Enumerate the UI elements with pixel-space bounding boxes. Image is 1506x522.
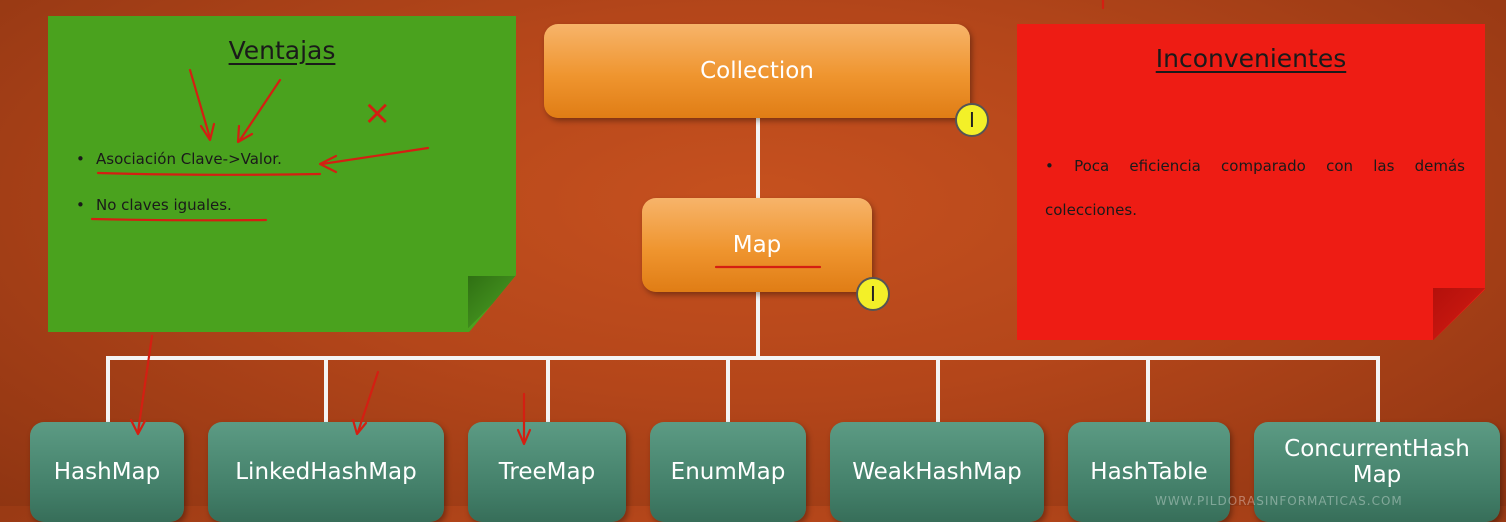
class-label: TreeMap: [498, 458, 596, 485]
class-box-linkedhashmap: LinkedHashMap: [208, 422, 444, 522]
page-curl: [468, 276, 516, 332]
class-box-treemap: TreeMap: [468, 422, 626, 522]
advantages-title: Ventajas: [228, 36, 336, 65]
class-box-hashmap: HashMap: [30, 422, 184, 522]
disadvantages-title: Inconvenientes: [1155, 44, 1347, 73]
class-box-enummap: EnumMap: [650, 422, 806, 522]
advantage-text-2: No claves iguales.: [96, 196, 232, 214]
disadvantages-note: Inconvenientes • Poca eficiencia compara…: [1017, 24, 1485, 340]
map-box: Map: [642, 198, 872, 292]
watermark: WWW.PILDORASINFORMATICAS.COM: [1155, 494, 1403, 508]
advantages-note: Ventajas • Asociación Clave->Valor. • No c…: [48, 16, 516, 332]
diagram-canvas: Ventajas • Asociación Clave->Valor. • No c…: [30, 0, 1500, 522]
page-curl: [1433, 288, 1485, 340]
interface-badge-collection: I: [955, 103, 989, 137]
class-label: HashTable: [1090, 458, 1208, 485]
class-label: HashMap: [53, 458, 161, 485]
class-box-weakhashmap: WeakHashMap: [830, 422, 1044, 522]
advantage-bullet-2: • No claves iguales.: [76, 196, 232, 214]
class-label: WeakHashMap: [852, 458, 1022, 485]
disadvantage-text: • Poca eficiencia comparado con las demá…: [1045, 157, 1465, 219]
class-label: EnumMap: [670, 458, 786, 485]
bullet-dot: •: [76, 150, 85, 168]
bullet-dot: •: [76, 196, 85, 214]
interface-badge-map: I: [856, 277, 890, 311]
class-box-concurrenthashmap: ConcurrentHash Map: [1254, 422, 1500, 522]
advantage-bullet-1: • Asociación Clave->Valor.: [76, 150, 282, 168]
class-label: ConcurrentHash Map: [1284, 436, 1470, 489]
collection-box: Collection: [544, 24, 970, 118]
class-label: LinkedHashMap: [235, 458, 417, 485]
advantage-text-1: Asociación Clave->Valor.: [96, 150, 282, 168]
map-label: Map: [732, 232, 782, 258]
collection-label: Collection: [700, 58, 814, 84]
annotation-arrow: [136, 334, 154, 434]
class-box-hashtable: HashTable: [1068, 422, 1230, 522]
